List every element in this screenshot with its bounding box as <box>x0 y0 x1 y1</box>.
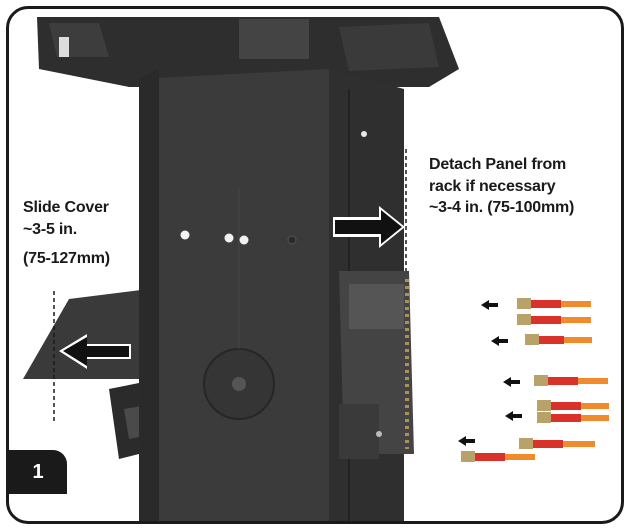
detach-panel-line3: ~3-4 in. (75-100mm) <box>429 199 575 217</box>
slide-cover <box>23 289 159 379</box>
slide-left-arrow-icon <box>63 337 129 366</box>
slide-cover-line1: Slide Cover <box>23 199 109 216</box>
slide-cover-line2: ~3-5 in. <box>23 220 77 238</box>
slide-cover-label: Slide Cover ~3-5 in. (75-127mm) <box>23 197 110 270</box>
step-number-badge: 1 <box>9 450 67 494</box>
cable-assemblies <box>458 298 609 462</box>
illustration-frame: Slide Cover ~3-5 in. (75-127mm) Detach P… <box>6 6 624 524</box>
detach-panel-line1: Detach Panel from <box>429 156 567 173</box>
rack-column <box>139 69 329 521</box>
detach-panel-label: Detach Panel from rack if necessary ~3-4… <box>429 154 574 219</box>
rack-illustration <box>23 17 609 521</box>
detach-right-arrow-icon <box>335 210 402 244</box>
detach-panel-line2: rack if necessary <box>429 177 556 195</box>
slide-cover-line3: (75-127mm) <box>23 250 110 268</box>
